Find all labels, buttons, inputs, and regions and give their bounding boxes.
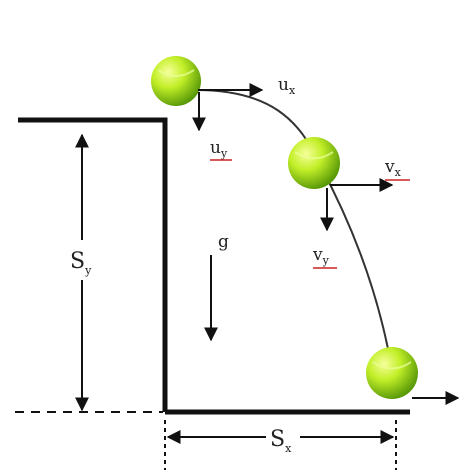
- sx-label-bg: [266, 424, 300, 454]
- ball-landing-seam: [372, 361, 412, 370]
- ux-label: ux: [278, 75, 296, 97]
- sx-label: Sx: [270, 427, 292, 455]
- vx-label: vx: [384, 157, 402, 179]
- sy-label-bg: [66, 240, 98, 280]
- vy-label: vy: [312, 245, 330, 267]
- trajectory-curve: [195, 89, 393, 371]
- ball-landing: [366, 347, 418, 399]
- cliff-top-edge: [18, 117, 168, 412]
- ball-launch-seam: [157, 69, 195, 77]
- sy-label: Sy: [70, 249, 92, 277]
- ball-launch: [151, 56, 201, 106]
- uy-label: uy: [210, 138, 228, 160]
- ball-midflight-seam: [294, 151, 334, 160]
- gravity-label: g: [218, 232, 229, 252]
- ball-midflight: [288, 137, 340, 189]
